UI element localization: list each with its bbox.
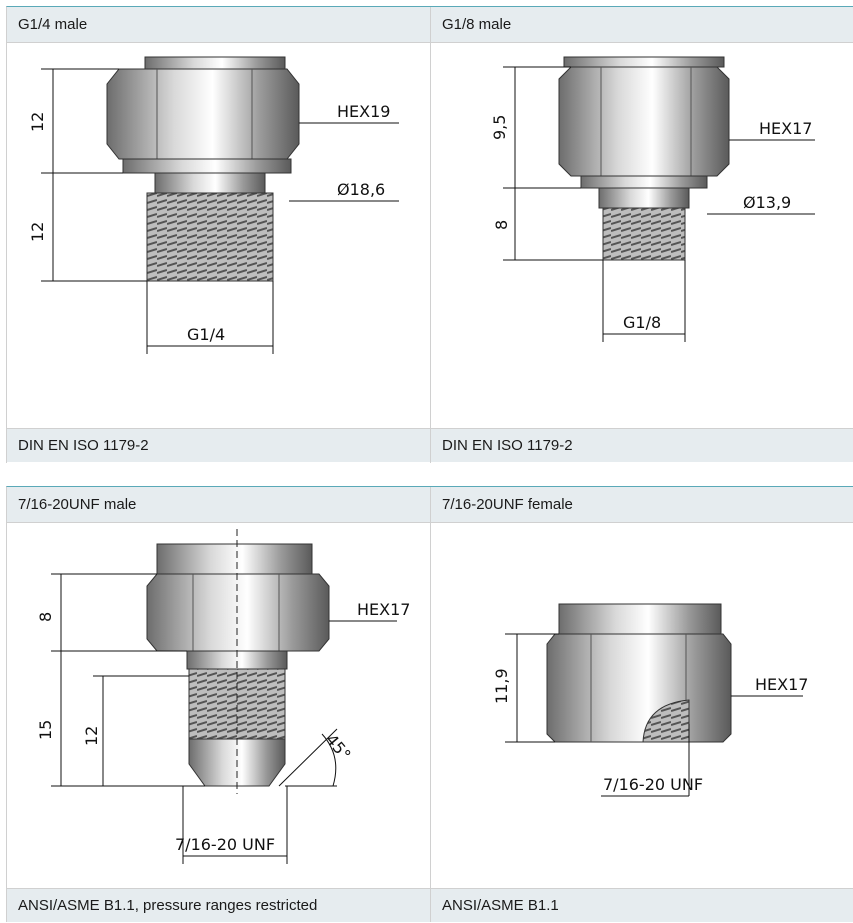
fitting-table-unf-threads: 7/16-20UNF male 7/16-20UNF female xyxy=(6,486,853,922)
drawing-unf-male: 8 15 12 HEX17 45° 7/16-20 UNF xyxy=(7,524,430,887)
column-divider xyxy=(430,487,431,922)
cell-title-unf-female: 7/16-20UNF female xyxy=(431,487,853,523)
g18-top-flange xyxy=(563,56,725,68)
unf-female-dim-height: 11,9 xyxy=(492,668,511,704)
g14-thread xyxy=(146,192,274,282)
g14-hex-body xyxy=(106,68,300,160)
unf-female-thread-label: 7/16-20 UNF xyxy=(603,775,703,794)
unf-male-hex-label: HEX17 xyxy=(357,600,410,619)
unf-male-top-flange xyxy=(156,543,313,575)
g18-thread xyxy=(602,207,686,261)
cell-standard-g18: DIN EN ISO 1179-2 xyxy=(431,428,853,462)
cell-title-g14: G1/4 male xyxy=(7,7,430,43)
unf-female-top-flange xyxy=(558,603,722,635)
cell-standard-unf-male: ANSI/ASME B1.1, pressure ranges restrict… xyxy=(7,888,430,922)
drawing-unf-female: 11,9 HEX17 7/16-20 UNF xyxy=(431,524,853,887)
cell-title-g18: G1/8 male xyxy=(431,7,853,43)
drawing-g14: 12 12 HEX19 Ø18,6 G1/4 xyxy=(7,44,430,427)
unf-male-angle-label: 45° xyxy=(322,730,355,764)
g14-dim-thread-length: 12 xyxy=(28,222,47,242)
g18-hex-label: HEX17 xyxy=(759,119,812,138)
g14-thread-label: G1/4 xyxy=(187,325,225,344)
unf-female-hex-label: HEX17 xyxy=(755,675,808,694)
g14-top-flange xyxy=(144,56,286,70)
unf-male-dim-thread-length: 12 xyxy=(82,726,101,746)
cell-standard-g14: DIN EN ISO 1179-2 xyxy=(7,428,430,462)
column-divider xyxy=(430,7,431,463)
g18-dim-hex-height: 9,5 xyxy=(490,115,509,140)
unf-male-technical-drawing: 8 15 12 HEX17 45° 7/16-20 UNF xyxy=(36,529,410,864)
g18-neck xyxy=(598,187,690,209)
fitting-table-g-threads: G1/4 male G1/8 male xyxy=(6,6,853,463)
g18-technical-drawing: 9,5 8 HEX17 Ø13,9 G1/8 xyxy=(490,56,815,342)
unf-male-thread-label: 7/16-20 UNF xyxy=(175,835,275,854)
g14-collar xyxy=(122,158,292,174)
g14-hex-label: HEX19 xyxy=(337,102,390,121)
g18-collar xyxy=(580,175,708,189)
g14-neck xyxy=(154,172,266,194)
unf-female-hex-body xyxy=(546,633,732,743)
cell-standard-unf-female: ANSI/ASME B1.1 xyxy=(431,888,853,922)
g14-diameter-label: Ø18,6 xyxy=(337,180,385,199)
g18-diameter-label: Ø13,9 xyxy=(743,193,791,212)
unf-male-dim-hex-height: 8 xyxy=(36,612,55,622)
drawing-g18: 9,5 8 HEX17 Ø13,9 G1/8 xyxy=(431,44,853,427)
cell-title-unf-male: 7/16-20UNF male xyxy=(7,487,430,523)
g14-technical-drawing: 12 12 HEX19 Ø18,6 G1/4 xyxy=(28,56,399,354)
g18-hex-body xyxy=(558,66,730,177)
g18-thread-label: G1/8 xyxy=(623,313,661,332)
unf-male-dim-total-length: 15 xyxy=(36,720,55,740)
unf-male-hex-body xyxy=(146,573,330,652)
unf-female-technical-drawing: 11,9 HEX17 7/16-20 UNF xyxy=(492,603,808,797)
g14-dim-hex-height: 12 xyxy=(28,112,47,132)
unf-female-thread-cutaway xyxy=(642,699,690,743)
g18-dim-thread-length: 8 xyxy=(492,220,511,230)
